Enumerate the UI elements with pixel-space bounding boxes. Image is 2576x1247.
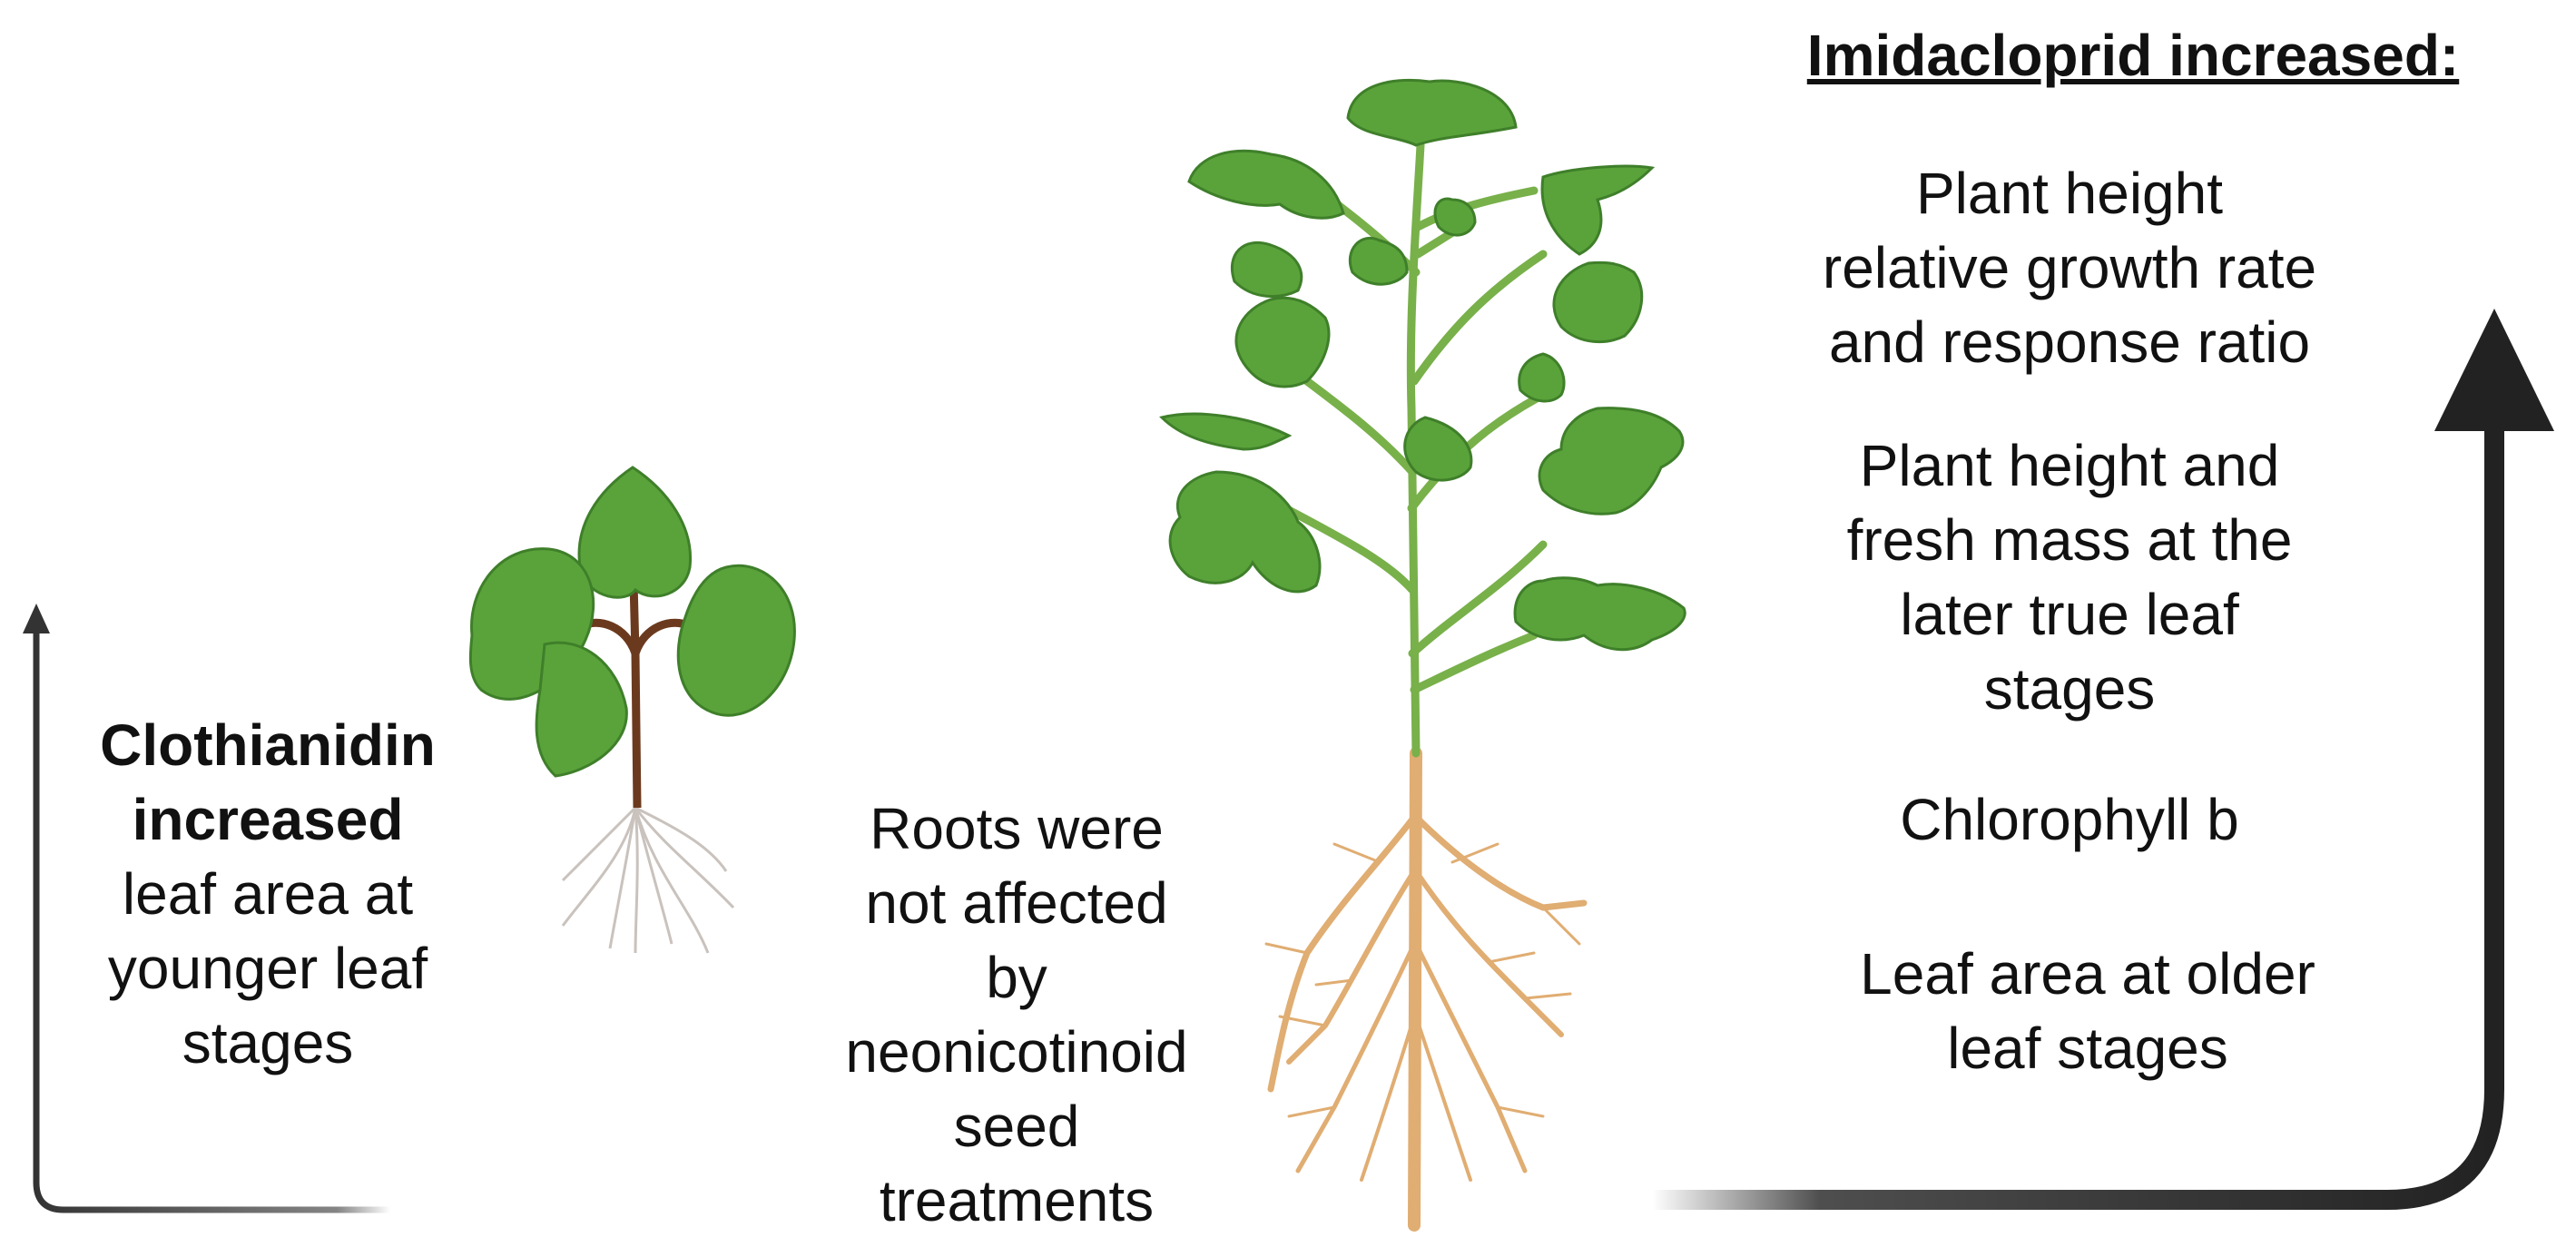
middle-line5: seed bbox=[953, 1094, 1080, 1159]
middle-line1: Roots were bbox=[870, 796, 1164, 861]
right-item-2-line: fresh mass at the bbox=[1846, 507, 2293, 573]
right-item-4: Leaf area at older leaf stages bbox=[1743, 937, 2433, 1085]
right-item-1-line: and response ratio bbox=[1828, 309, 2311, 375]
up-arrow-left bbox=[23, 604, 390, 1213]
left-line4: younger leaf bbox=[107, 936, 428, 1001]
left-bold-line1: Clothianidin bbox=[100, 712, 436, 778]
seedling-roots bbox=[561, 806, 735, 954]
left-line5: stages bbox=[182, 1010, 354, 1075]
middle-line2: not affected bbox=[865, 870, 1168, 936]
right-item-1-line: relative growth rate bbox=[1822, 235, 2317, 300]
mature-leaves bbox=[1159, 78, 1686, 652]
middle-line3: by bbox=[986, 945, 1047, 1010]
middle-text-block: Roots were not affected by neonicotinoid… bbox=[781, 791, 1253, 1238]
left-line3: leaf area at bbox=[122, 861, 414, 927]
middle-line4: neonicotinoid bbox=[845, 1019, 1188, 1085]
right-item-1-line: Plant height bbox=[1915, 161, 2224, 226]
right-item-4-line: Leaf area at older bbox=[1860, 941, 2315, 1006]
middle-line6: treatments bbox=[879, 1168, 1155, 1233]
left-bold-line2: increased bbox=[132, 787, 404, 852]
up-arrow-right bbox=[1652, 309, 2554, 1210]
right-item-1: Plant height relative growth rate and re… bbox=[1725, 156, 2414, 379]
left-text-block: Clothianidin increased leaf area at youn… bbox=[54, 708, 481, 1080]
right-item-3-line: Chlorophyll b bbox=[1900, 787, 2239, 852]
right-item-2-line: stages bbox=[1983, 656, 2156, 722]
mature-roots bbox=[1264, 747, 1588, 1232]
right-item-2-line: Plant height and bbox=[1859, 433, 2280, 498]
right-item-2: Plant height and fresh mass at the later… bbox=[1725, 428, 2414, 726]
mature-stems bbox=[1248, 141, 1557, 758]
right-title: Imidacloprid increased: bbox=[1806, 23, 2460, 88]
right-item-2-line: later true leaf bbox=[1900, 582, 2239, 647]
right-item-4-line: leaf stages bbox=[1947, 1016, 2228, 1081]
seedling-leaves bbox=[468, 466, 796, 778]
right-item-3: Chlorophyll b bbox=[1725, 782, 2414, 857]
